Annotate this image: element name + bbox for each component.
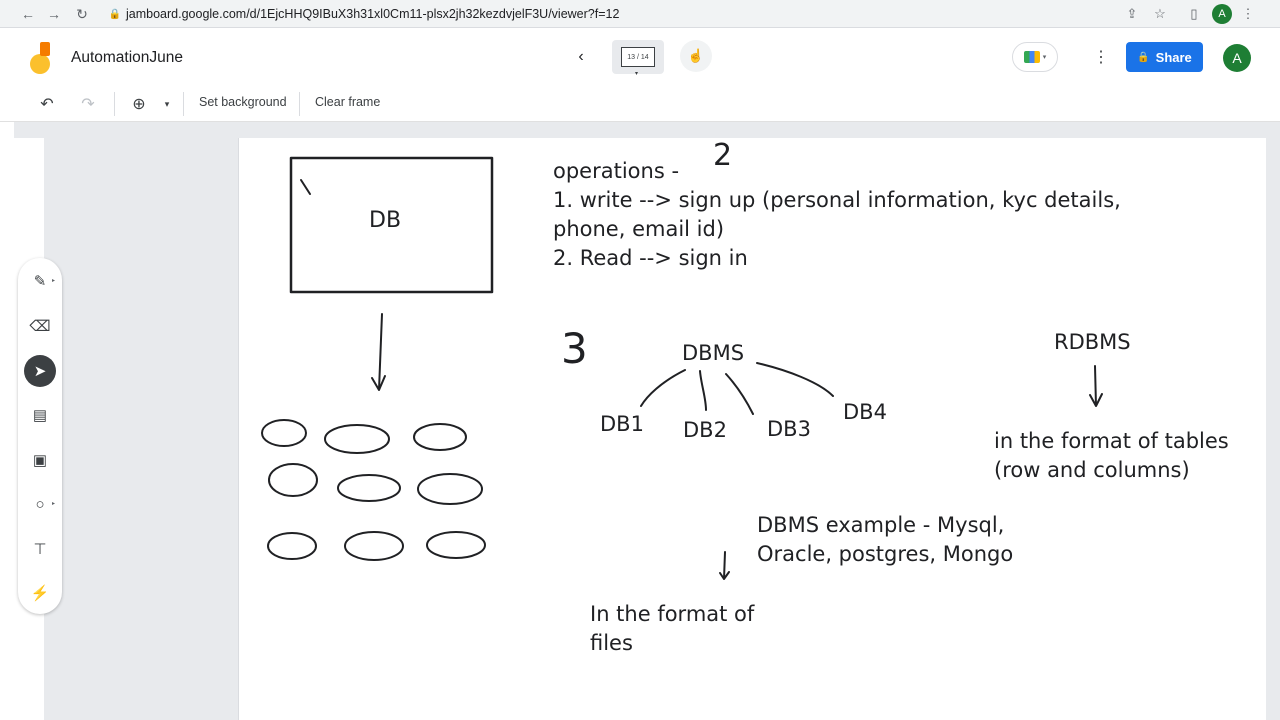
edit-toolbar: ↶ ↷ ⊕ ▾ Set background Clear frame: [0, 86, 1280, 122]
files-note: In the format of: [590, 602, 755, 626]
dbms-child-label: DB4: [843, 400, 887, 424]
toolbar-divider: [299, 92, 300, 116]
zoom-icon[interactable]: ⊕: [132, 96, 146, 113]
redo-icon[interactable]: ↷: [81, 96, 95, 113]
db-box-label: DB: [369, 208, 402, 233]
dbms-child-label: DB1: [600, 412, 644, 436]
dbms-branches: [640, 362, 834, 415]
more-vert-icon[interactable]: ⋮: [1093, 49, 1109, 66]
lock-icon: 🔒: [1137, 51, 1150, 63]
down-arrow: [371, 313, 386, 391]
rdbms-label: RDBMS: [1054, 330, 1131, 354]
meet-camera-icon: [1023, 51, 1040, 63]
chevron-left-icon[interactable]: ‹: [578, 48, 584, 65]
dbms-child-label: DB2: [683, 418, 727, 442]
address-bar[interactable]: 🔒 jamboard.google.com/d/1EjcHHQ9IBuX3h31…: [104, 3, 1116, 25]
image-icon[interactable]: ▣: [32, 452, 48, 469]
operations-heading: operations -: [553, 159, 680, 183]
sticky-note-icon[interactable]: ▤: [32, 407, 48, 424]
record-ovals: [261, 419, 486, 561]
set-background-button[interactable]: Set background: [199, 95, 287, 109]
lock-icon: 🔒: [108, 8, 122, 20]
hand-cursor-icon[interactable]: ☝: [680, 40, 712, 72]
pen-icon[interactable]: ✎▸: [33, 273, 55, 290]
rdbms-note: (row and columns): [994, 458, 1190, 482]
tool-palette: ✎▸ ⌫ ➤ ▤ ▣ ○▸ ⊤ ⚡: [18, 258, 62, 614]
document-title[interactable]: AutomationJune: [71, 49, 184, 66]
ink-layer: [261, 156, 1103, 580]
frame-thumbnail-icon: 13 / 14: [621, 47, 655, 67]
operations-line: phone, email id): [553, 217, 725, 241]
forward-arrow-icon[interactable]: →: [47, 6, 61, 22]
rdbms-arrow: [1089, 365, 1103, 407]
app-header: AutomationJune ‹ 13 / 14 ▾ ☝ ▾ ⋮ 🔒 Share…: [0, 28, 1280, 86]
jamboard-logo-icon[interactable]: [30, 42, 52, 74]
files-arrow: [719, 551, 730, 580]
dbms-example: Oracle, postgres, Mongo: [757, 542, 1014, 566]
jam-canvas[interactable]: 2 3 DB operations - 1. write --> sign up…: [238, 138, 1266, 720]
undo-icon[interactable]: ↶: [40, 96, 54, 113]
box-scribble: [300, 179, 311, 195]
star-icon[interactable]: ☆: [1154, 6, 1166, 21]
clear-frame-button[interactable]: Clear frame: [315, 95, 381, 109]
avatar[interactable]: A: [1223, 44, 1251, 72]
menu-kebab-icon[interactable]: ⋮: [1241, 6, 1255, 21]
operations-line: 1. write --> sign up (personal informati…: [553, 188, 1121, 212]
files-note: files: [590, 631, 633, 655]
share-page-icon[interactable]: ⇪: [1126, 6, 1138, 21]
laser-icon[interactable]: ⚡: [30, 585, 50, 602]
browser-toolbar: ← → ↻ 🔒 jamboard.google.com/d/1EjcHHQ9IB…: [0, 0, 1280, 28]
scribble-number: 3: [561, 324, 588, 373]
share-label: Share: [1155, 49, 1192, 65]
url-text: jamboard.google.com/d/1EjcHHQ9IBuX3h31xl…: [126, 7, 620, 21]
operations-line: 2. Read --> sign in: [553, 246, 748, 270]
dropdown-caret-icon: ▾: [1042, 54, 1047, 61]
side-panel-icon[interactable]: ▯: [1190, 6, 1198, 21]
reload-icon[interactable]: ↻: [76, 5, 88, 22]
scribble-number: 2: [713, 138, 733, 173]
text-box-icon[interactable]: ⊤: [33, 541, 47, 558]
dropdown-caret-icon: ▾: [635, 71, 639, 77]
eraser-icon[interactable]: ⌫: [29, 318, 51, 335]
frame-counter-text: 13 / 14: [627, 53, 649, 61]
workspace: 2 3 DB operations - 1. write --> sign up…: [0, 122, 1280, 720]
rdbms-note: in the format of tables: [994, 429, 1229, 453]
meet-button[interactable]: ▾: [1012, 42, 1058, 72]
frame-bar-button[interactable]: 13 / 14 ▾: [612, 40, 664, 77]
share-button[interactable]: 🔒 Share: [1126, 42, 1203, 72]
dropdown-caret-icon[interactable]: ▾: [164, 98, 170, 109]
toolbar-divider: [183, 92, 184, 116]
shape-circle-icon[interactable]: ○▸: [35, 495, 55, 513]
dbms-example: DBMS example - Mysql,: [757, 513, 1005, 537]
left-margin: [0, 122, 14, 720]
select-cursor-icon[interactable]: ➤: [24, 355, 56, 387]
dbms-label: DBMS: [682, 341, 745, 365]
dbms-child-label: DB3: [767, 417, 811, 441]
db-box: [289, 156, 494, 294]
browser-profile-avatar[interactable]: A: [1212, 4, 1232, 24]
toolbar-divider: [114, 92, 115, 116]
back-arrow-icon[interactable]: ←: [21, 6, 35, 22]
